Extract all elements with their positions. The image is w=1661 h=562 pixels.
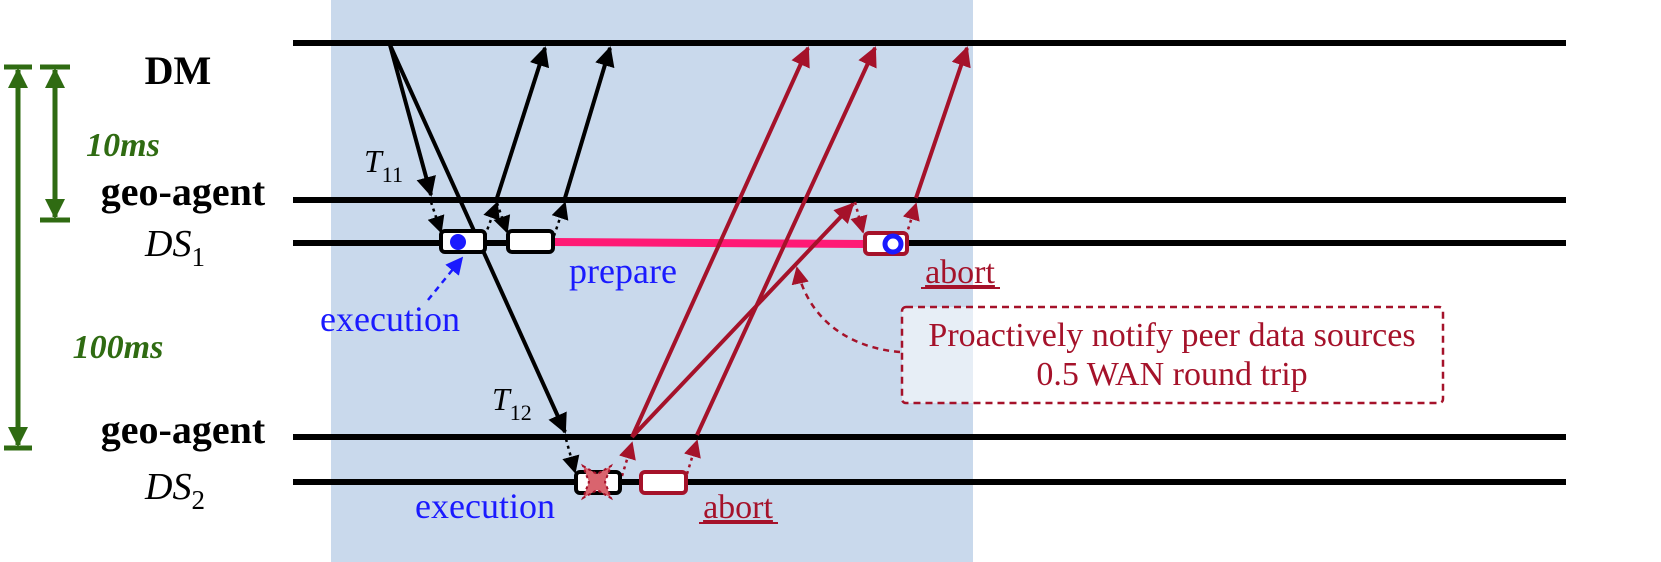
ds1-execution-ack-arrow <box>495 46 550 199</box>
ds1-label: DS1 <box>144 223 205 272</box>
ds1-prepare-ack-arrow <box>563 46 615 199</box>
t11-label: T11 <box>364 143 403 187</box>
red-dotted-links <box>619 201 920 477</box>
100ms-label: 100ms <box>73 329 164 366</box>
abort-ring-icon <box>882 233 904 255</box>
note-pointer-arrow <box>791 266 901 354</box>
peer-notify-arrow <box>630 202 855 439</box>
execution-pointer-arrow <box>427 256 464 301</box>
note-line-1: Proactively notify peer data sources <box>928 317 1415 354</box>
ds1-abort-box <box>863 231 909 256</box>
execution-dot-icon <box>450 234 466 250</box>
execution-label-1: execution <box>320 299 460 339</box>
t12-label: T12 <box>492 381 532 425</box>
t11-message-arrow <box>388 44 436 197</box>
abort-label-1: abort <box>925 254 995 291</box>
ds2-execution-box <box>574 463 622 501</box>
geo-agent-2-label: geo-agent <box>101 407 266 452</box>
black-dotted-links <box>427 201 580 474</box>
note-line-2: 0.5 WAN round trip <box>1036 356 1307 393</box>
abort-to-dm-arrow-1 <box>630 46 810 438</box>
dm-label: DM <box>145 48 212 93</box>
ds2-label: DS2 <box>144 466 205 515</box>
failure-cross-icon <box>581 463 613 501</box>
ds1-abort-to-dm-arrow <box>914 46 971 199</box>
abort-label-2: abort <box>703 489 773 526</box>
geo-agent-1-label: geo-agent <box>101 169 266 214</box>
lane-lines <box>293 40 1566 485</box>
ds1-execution-box <box>439 229 487 254</box>
red-abort-messages <box>630 46 971 439</box>
ds1-prepare-box <box>506 229 555 254</box>
timing-arrows <box>4 64 70 451</box>
note-box <box>900 305 1445 405</box>
ds2-abort-box <box>639 470 688 495</box>
prepare-label: prepare <box>569 251 677 291</box>
execution-label-2: execution <box>415 486 555 526</box>
10ms-label: 10ms <box>86 127 160 164</box>
protocol-region <box>331 0 973 562</box>
abort-to-dm-arrow-2 <box>695 46 877 436</box>
